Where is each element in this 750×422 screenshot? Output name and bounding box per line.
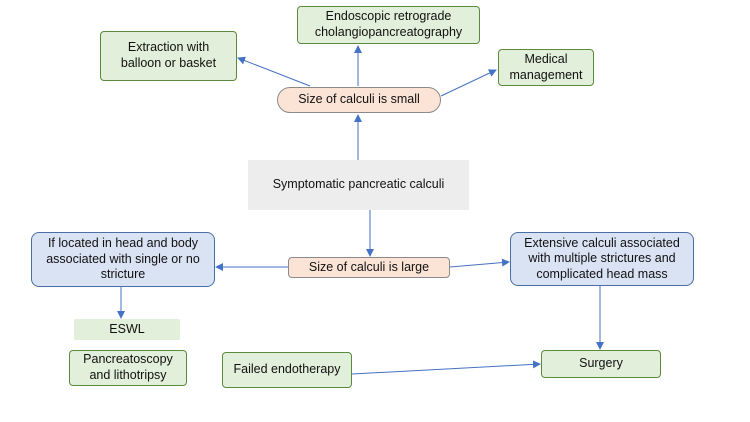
node-extraction: Extraction with balloon or basket — [100, 31, 237, 81]
node-size-small: Size of calculi is small — [277, 87, 441, 113]
node-failed-endotherapy: Failed endotherapy — [222, 352, 352, 388]
node-root: Symptomatic pancreatic calculi — [248, 160, 469, 210]
node-surgery: Surgery — [541, 350, 661, 378]
node-size-large: Size of calculi is large — [288, 257, 450, 278]
edge-failed-to-surgery — [351, 360, 541, 375]
node-pancreatoscopy: Pancreatoscopy and lithotripsy — [69, 350, 187, 386]
edge-small-to-medical — [440, 69, 497, 97]
node-head-body: If located in head and body associated w… — [31, 232, 215, 287]
edge-small-to-extraction — [237, 56, 311, 87]
node-medical: Medical management — [498, 49, 594, 86]
edge-large-to-extensive — [449, 258, 510, 268]
node-extensive: Extensive calculi associated with multip… — [510, 232, 694, 286]
node-eswl: ESWL — [74, 319, 180, 340]
node-ercp: Endoscopic retrograde cholangiopancreato… — [297, 6, 480, 44]
